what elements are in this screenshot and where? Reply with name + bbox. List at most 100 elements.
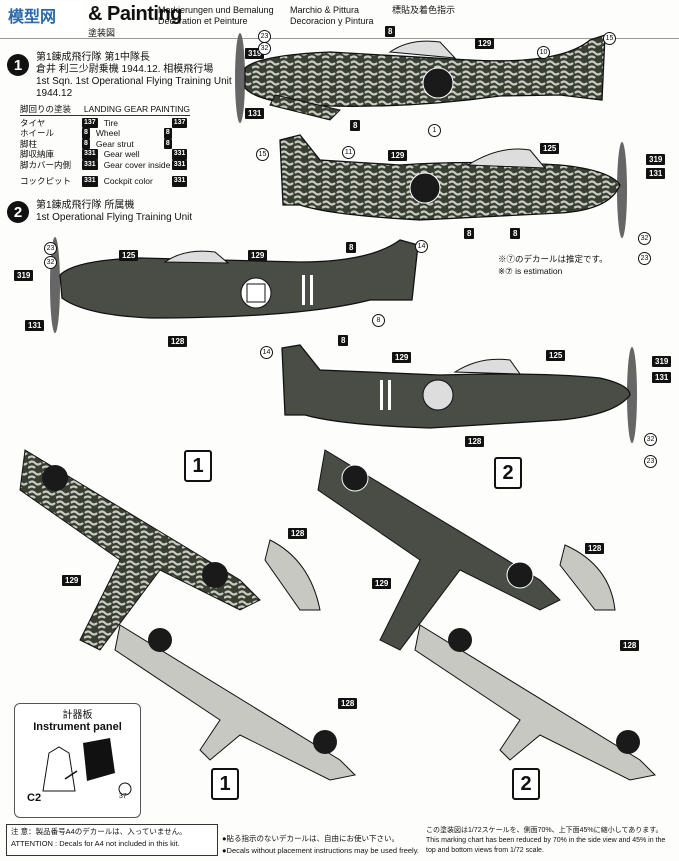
decal-note-en: ●Decals without placement instructions m… [222,846,419,855]
plan-badge-1-bottom: 1 [211,768,239,800]
color-callout: 131 [245,108,265,119]
header-fr: Decoration et Peinture [158,16,248,26]
attention-box: 注 意：製品番号A4のデカールは、入っていません。 ATTENTION : De… [6,824,218,856]
lg-code: 331 [82,149,98,160]
decal-callout: 11 [342,146,355,159]
section2-unit-jp: 第1錬成飛行隊 所属機 [36,200,135,211]
lg-code2: 8 [163,138,172,149]
side-view-1a [235,33,606,123]
color-callout: 129 [475,38,495,49]
header-lang-col2: Marchio & Pittura Decoracion y Pintura [290,5,374,27]
plan-badge-2-bottom: 2 [512,768,540,800]
lg-jp: 脚柱 [20,138,38,149]
color-callout: 128 [620,640,640,651]
decal-callout: 32 [258,42,271,55]
side-view-2b [281,344,637,443]
lg-jp: ホイール [20,128,55,138]
color-callout: 8 [338,335,349,346]
color-callout: 8 [350,120,361,131]
lg-en: Gear well [103,149,140,159]
section1-unit-jp: 第1錬成飛行隊 第1中隊長 [36,52,150,63]
header-es: Decoracion y Pintura [290,16,374,26]
landing-gear-header: 脚回りの塗装 LANDING GEAR PAINTING [20,104,190,116]
decal-callout: 15 [603,32,616,45]
scale-note-en1: This marking chart has been reduced by 7… [426,837,666,844]
estimation-note-jp: ※⑦のデカールは推定です。 [498,254,608,264]
color-callout: 8 [464,228,475,239]
scale-note-jp: この塗装図は1/72スケールを、側面70%、上下面45%に縮小してあります。 [426,827,663,834]
header-zh: 標貼及着色指示 [392,5,456,15]
section1-date: 1944.12 [36,88,73,99]
color-callout: 319 [646,154,666,165]
landing-gear-table: 脚回りの塗装 LANDING GEAR PAINTING タイヤ 137 Tire 1… [20,104,190,187]
color-callout: 8 [346,242,357,253]
lg-code: 8 [82,138,90,149]
lg-jp: 脚収納庫 [20,149,55,159]
color-callout: 8 [510,228,521,239]
decal-callout: 10 [537,46,550,59]
decal-callout: 32 [638,232,651,245]
color-callout: 125 [540,143,560,154]
svg-text:模型网: 模型网 [8,7,56,26]
cockpit-jp: コックピット [20,176,72,186]
plan-badge-2: 2 [494,457,522,489]
color-callout: 128 [288,528,308,539]
decal-callout: 23 [638,252,651,265]
color-callout: 128 [465,436,485,447]
instrument-part-label: C2 [27,792,42,804]
attention-en: ATTENTION : Decals for A4 not included i… [11,839,180,848]
instrument-callout: 37 [119,793,127,800]
decal-callout: 15 [256,148,269,161]
decal-callout: 32 [44,256,57,269]
bottom-view-1 [114,539,357,781]
color-callout: 125 [119,250,139,261]
lg-code: 137 [82,117,98,128]
plan-badge-1: 1 [184,450,212,482]
lg-code: 331 [82,159,98,170]
instrument-panel-title-en: Instrument panel [33,721,122,733]
color-callout: 129 [392,352,412,363]
lg-code2: 137 [171,117,188,128]
attention-jp: 注 意：製品番号A4のデカールは、入っていません。 [11,827,187,836]
section1-unit-en: 1st Sqn. 1st Operational Flying Training… [36,76,232,87]
page-subtitle-jp: 塗装図 [88,28,116,38]
cockpit-en: Cockpit color [103,176,153,186]
lg-code2: 8 [163,128,172,139]
landing-gear-header-en: LANDING GEAR PAINTING [83,104,190,114]
lg-code: 8 [82,128,90,139]
section2-unit-en: 1st Operational Flying Training Unit [36,212,193,223]
instrument-panel-box: 計器板 Instrument panel C2 37 [14,703,141,818]
instrument-panel-diagram [42,738,132,796]
decal-callout: 8 [372,314,385,327]
color-callout: 125 [546,350,566,361]
color-callout: 128 [338,698,358,709]
page-title: & Painting [88,3,182,25]
site-logo: 模型网 [4,2,84,32]
lg-en: Tire [103,117,119,128]
color-callout: 8 [385,26,396,37]
cockpit-code2: 331 [171,176,188,187]
scale-note-en2: top and bottom views from 1/72 scale. [426,847,544,854]
section1-pilot-jp: 倉井 利三少尉乗機 1944.12. 相模飛行場 [36,64,214,75]
color-callout: 131 [25,320,45,331]
decal-callout: 23 [44,242,57,255]
decal-callout: 14 [260,346,273,359]
color-callout: 129 [62,575,82,586]
header-de: Markierungen und Bemalung [158,5,274,15]
decal-callout: 23 [644,455,657,468]
decal-callout: 23 [258,30,271,43]
lg-en: Gear cover inside [103,159,171,170]
landing-gear-header-jp: 脚回りの塗装 [20,104,72,114]
instrument-panel-title-jp: 計器板 [62,710,93,721]
header-lang-col1: Markierungen und Bemalung Decoration et … [158,5,274,27]
color-callout: 128 [585,543,605,554]
color-callout: 319 [14,270,34,281]
lg-jp: タイヤ [20,117,46,128]
header-it: Marchio & Pittura [290,5,360,15]
color-callout: 131 [652,372,672,383]
top-view-1 [19,449,261,651]
header-divider [0,38,679,39]
section2-badge: 2 [7,201,29,223]
decal-callout: 14 [415,240,428,253]
